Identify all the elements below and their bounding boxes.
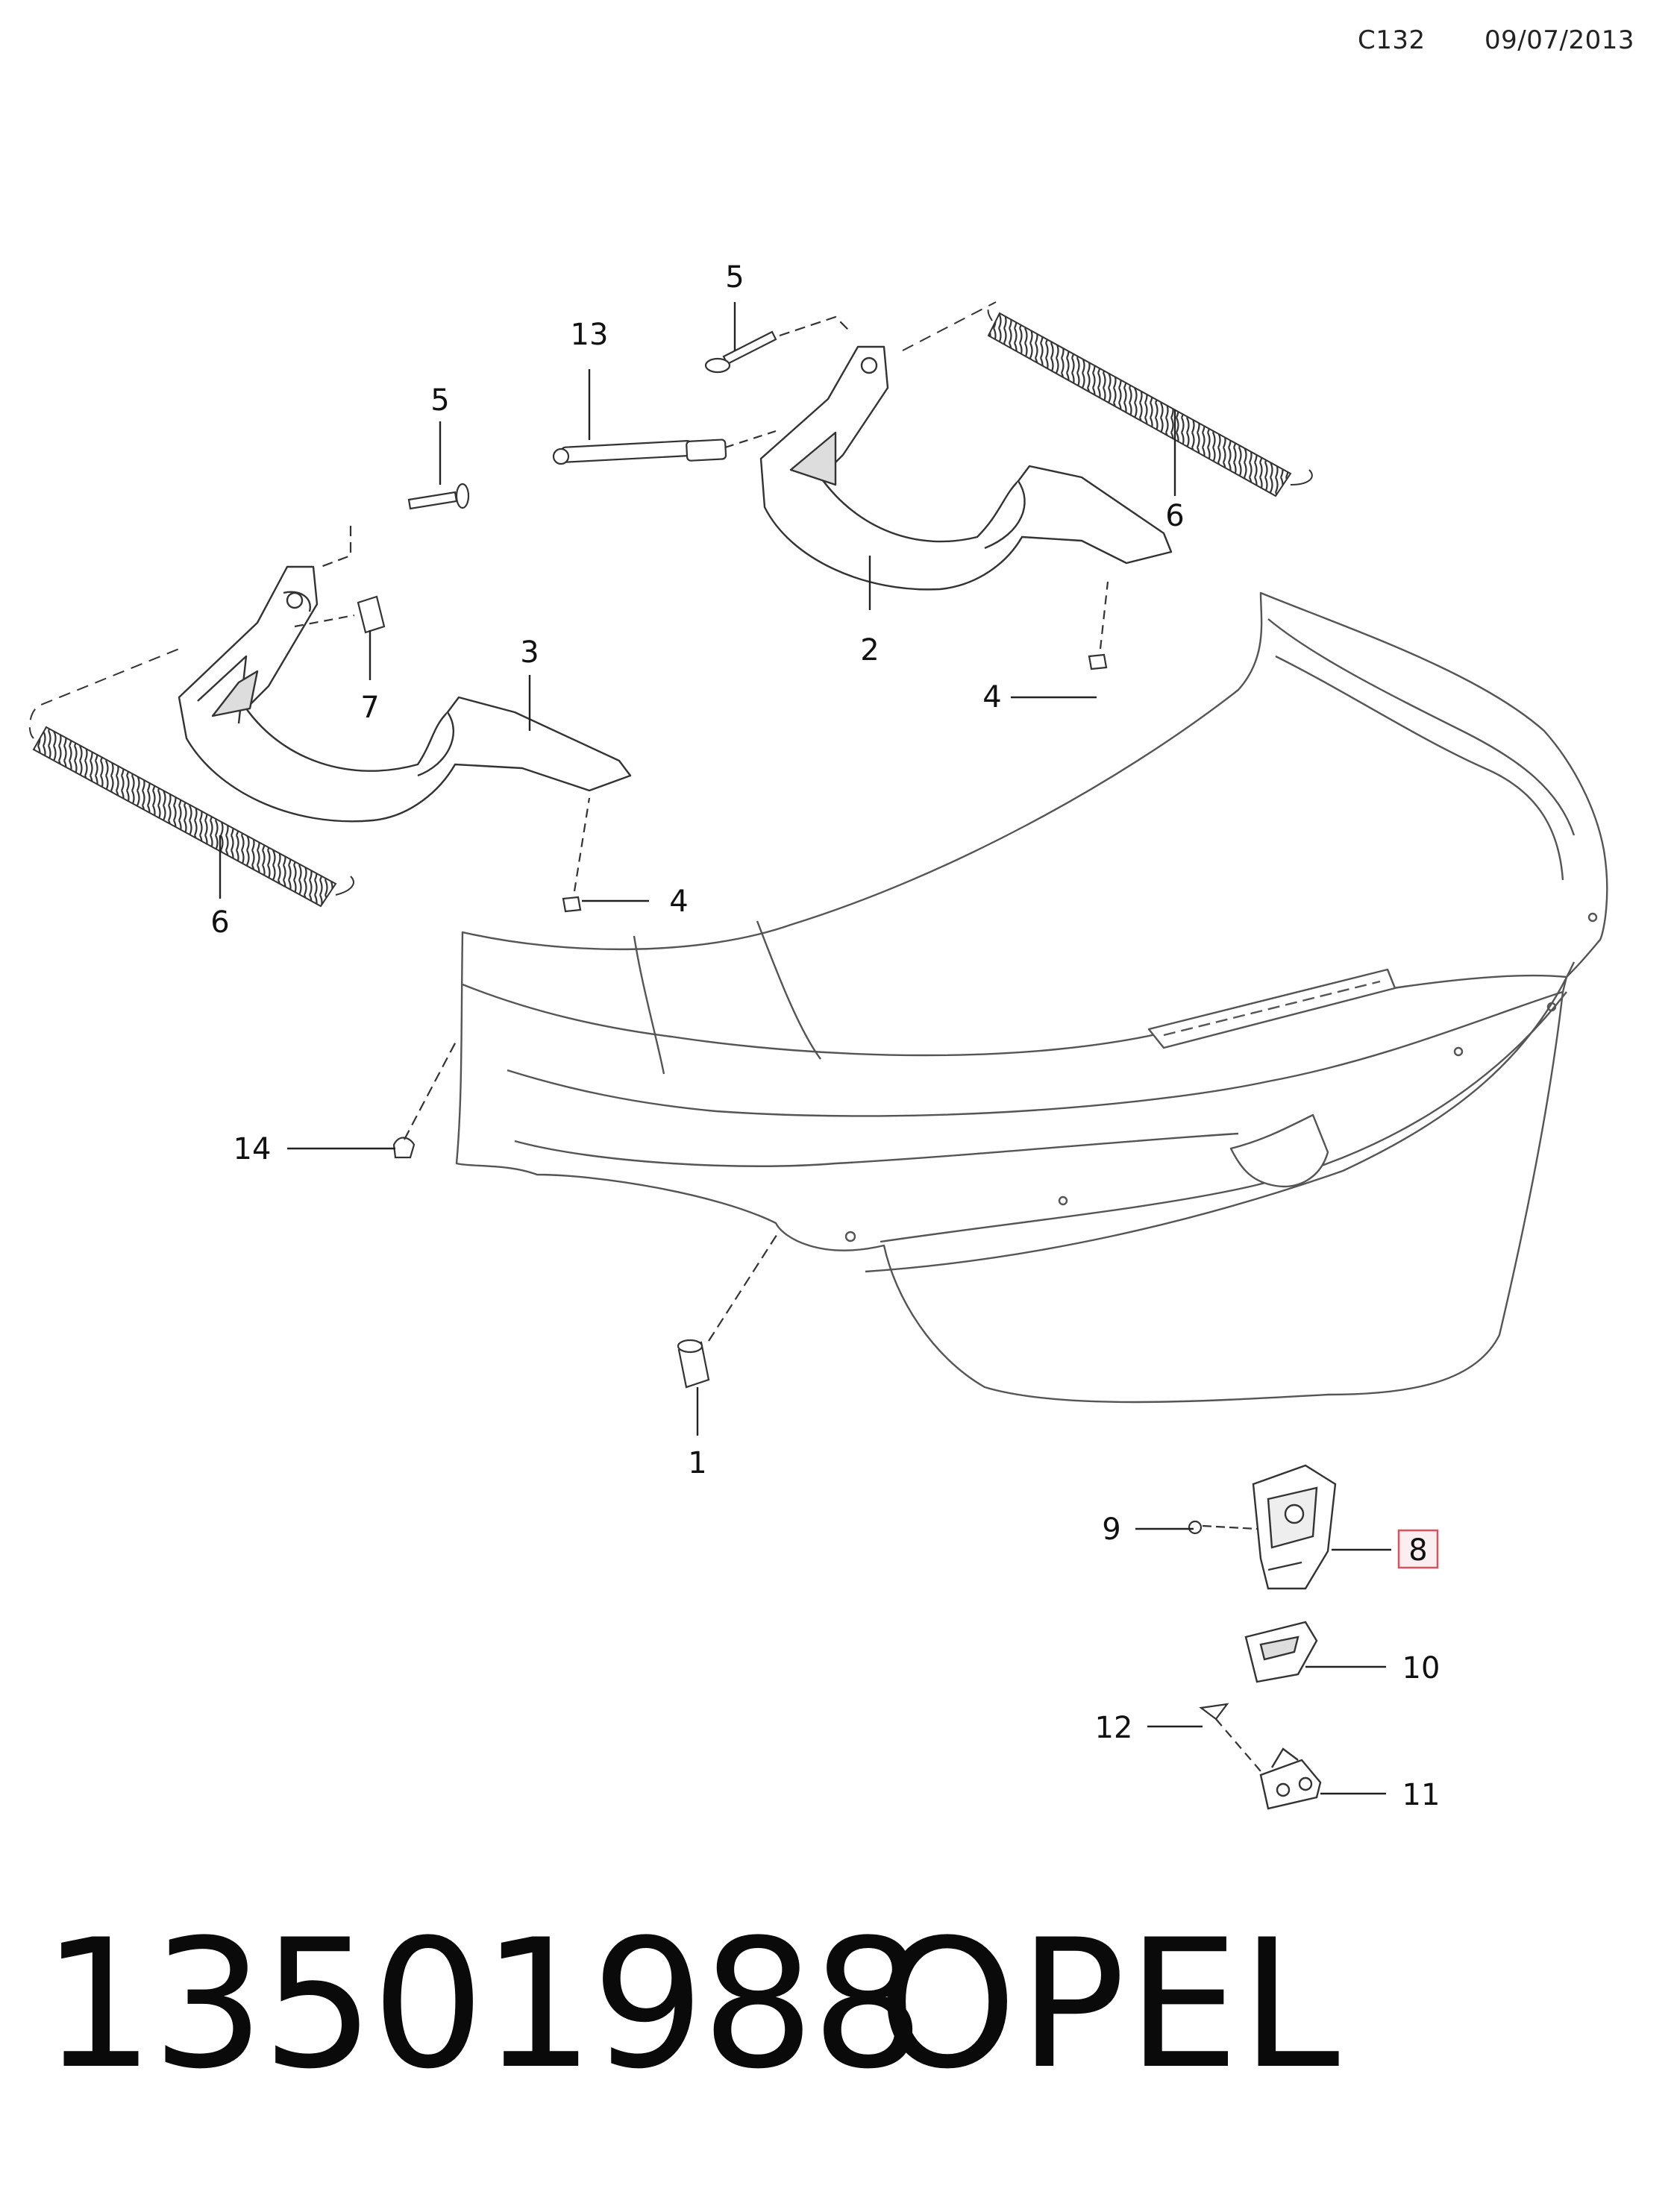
left-hinge-arm — [178, 565, 632, 823]
callout-14[interactable]: 14 — [233, 1132, 272, 1166]
clip-7 — [294, 595, 386, 634]
trunk-lid — [455, 591, 1608, 1404]
callout-8[interactable]: 8 — [1408, 1533, 1427, 1568]
callout-2[interactable]: 2 — [860, 633, 879, 667]
gas-strut — [552, 430, 777, 465]
callout-10[interactable]: 10 — [1402, 1651, 1440, 1685]
screws-4 — [562, 581, 1109, 913]
part-number: 13501988 — [42, 1902, 924, 2108]
bolt-5-left — [320, 483, 470, 568]
callout-4-left[interactable]: 4 — [669, 885, 688, 919]
callout-3[interactable]: 3 — [520, 635, 539, 670]
striker-11 — [1259, 1747, 1322, 1810]
leader-lines — [219, 302, 1391, 1795]
right-hinge-arm — [759, 345, 1173, 591]
bolt-5-right — [704, 315, 851, 374]
diagram-date: 09/07/2013 — [1485, 25, 1634, 55]
callout-12[interactable]: 12 — [1095, 1711, 1133, 1745]
diagram-code: C132 — [1358, 25, 1426, 55]
bumper-14 — [392, 1040, 457, 1159]
left-spring — [28, 648, 354, 908]
clip-12 — [1199, 1703, 1261, 1772]
screw-9 — [1188, 1520, 1258, 1535]
brand-name: OPEL — [877, 1902, 1341, 2108]
bumper-1 — [677, 1230, 780, 1389]
callouts: 13 5 5 2 3 4 4 7 6 6 14 1 9 8 10 12 11 — [210, 260, 1440, 1812]
latch-8 — [1252, 1464, 1337, 1590]
callout-4-right[interactable]: 4 — [982, 680, 1001, 714]
callout-5-right[interactable]: 5 — [725, 260, 744, 295]
callout-8-highlight — [1397, 1529, 1439, 1569]
callout-6-left[interactable]: 6 — [210, 905, 229, 940]
callout-6-right[interactable]: 6 — [1165, 499, 1184, 533]
callout-1[interactable]: 1 — [688, 1446, 706, 1480]
callout-7[interactable]: 7 — [360, 691, 379, 725]
callout-5-left[interactable]: 5 — [430, 383, 449, 418]
callout-11[interactable]: 11 — [1402, 1778, 1440, 1812]
callout-9[interactable]: 9 — [1102, 1512, 1120, 1547]
right-spring — [902, 301, 1313, 497]
callout-13[interactable]: 13 — [571, 318, 609, 352]
bezel-10 — [1244, 1621, 1318, 1683]
